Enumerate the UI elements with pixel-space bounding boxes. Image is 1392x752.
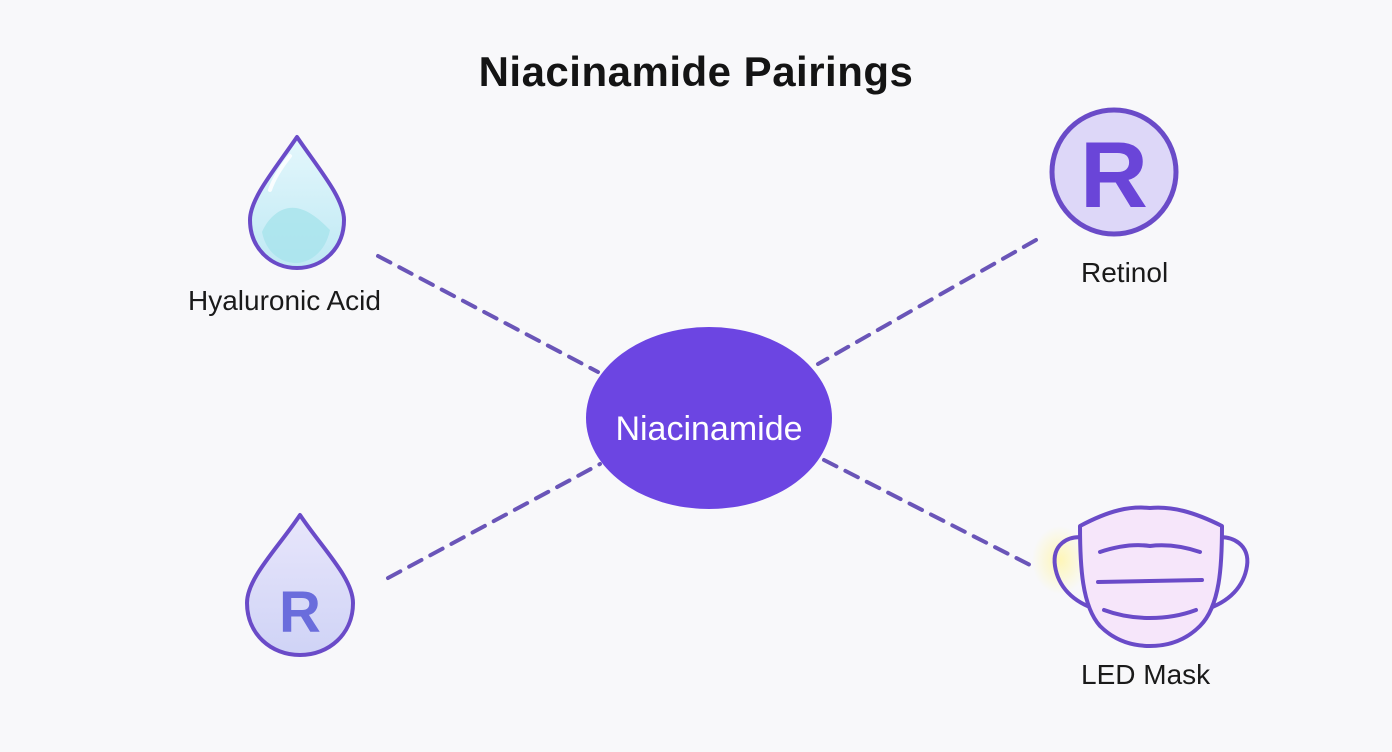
connector-led-mask bbox=[822, 458, 1034, 568]
connector-retinol bbox=[816, 238, 1038, 366]
svg-text:R: R bbox=[1080, 122, 1148, 227]
r-drop-icon: R bbox=[245, 513, 355, 657]
center-node-label: Niacinamide bbox=[615, 410, 803, 448]
page-title: Niacinamide Pairings bbox=[478, 48, 914, 95]
retinol-r-circle-icon: R bbox=[1049, 107, 1179, 237]
node-label-retinol: Retinol bbox=[1081, 257, 1169, 288]
node-label-led-mask: LED Mask bbox=[1081, 659, 1211, 690]
connector-hyaluronic-acid bbox=[376, 254, 600, 374]
node-label-hyaluronic-acid: Hyaluronic Acid bbox=[188, 285, 381, 316]
connector-retinol-drop bbox=[386, 462, 602, 580]
center-node[interactable] bbox=[586, 327, 832, 509]
water-drop-icon bbox=[248, 135, 346, 270]
face-mask-icon bbox=[1032, 505, 1250, 648]
svg-text:R: R bbox=[279, 580, 321, 645]
